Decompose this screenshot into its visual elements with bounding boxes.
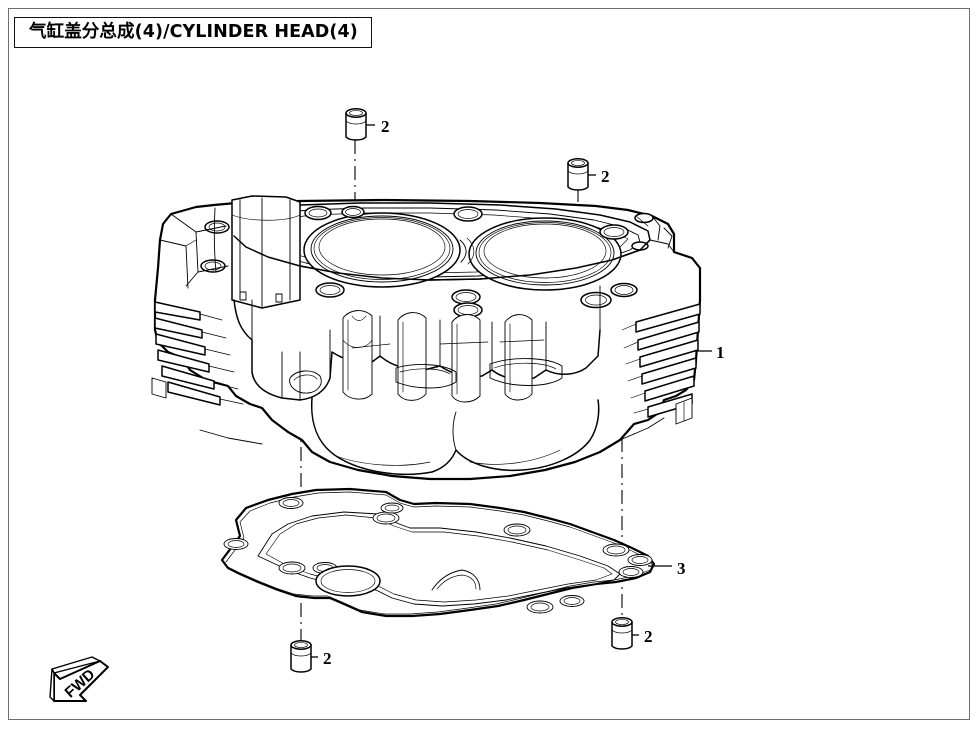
fwd-arrow-side-facet bbox=[49, 668, 55, 702]
cylinder-lower-skirt bbox=[310, 397, 600, 476]
cooling-fins-left bbox=[151, 301, 244, 406]
dowel-pin-top-left bbox=[345, 108, 367, 141]
callout-number-2-bottom-left: 2 bbox=[323, 649, 332, 668]
cylinder-bore-left bbox=[303, 212, 461, 288]
leader-lines bbox=[311, 124, 712, 658]
gasket-bolt-holes bbox=[223, 497, 653, 614]
dowel-pin-bottom-right bbox=[611, 617, 633, 650]
cylinder-block-drawing bbox=[151, 195, 702, 481]
deck-bolt-holes bbox=[200, 205, 654, 318]
block-left-upper-detail bbox=[159, 213, 229, 289]
block-pockets bbox=[289, 339, 563, 394]
callout-number-1: 1 bbox=[716, 343, 725, 362]
center-boss-detail bbox=[342, 310, 533, 403]
cooling-fins-right bbox=[621, 303, 701, 425]
cylinder-bore-right bbox=[468, 217, 622, 291]
dowel-pin-top-right bbox=[567, 158, 589, 191]
diagram-title-box: 气缸盖分总成(4)/CYLINDER HEAD(4) bbox=[14, 17, 372, 48]
callout-number-3: 3 bbox=[677, 559, 686, 578]
callout-number-2-top-left: 2 bbox=[381, 117, 390, 136]
dowel-pin-bottom-left bbox=[290, 640, 312, 673]
callout-number-2-top-right: 2 bbox=[601, 167, 610, 186]
fwd-orientation-badge: FWD bbox=[49, 656, 109, 702]
callout-number-2-bottom-right: 2 bbox=[644, 627, 653, 646]
cam-chain-tunnel bbox=[213, 195, 301, 309]
block-bottom-flange bbox=[199, 417, 665, 445]
block-right-upper-detail bbox=[635, 215, 675, 253]
fwd-arrow-shape bbox=[53, 660, 109, 702]
cylinder-base-gasket-drawing bbox=[220, 487, 656, 618]
page-title: 气缸盖分总成(4)/CYLINDER HEAD(4) bbox=[29, 21, 358, 42]
